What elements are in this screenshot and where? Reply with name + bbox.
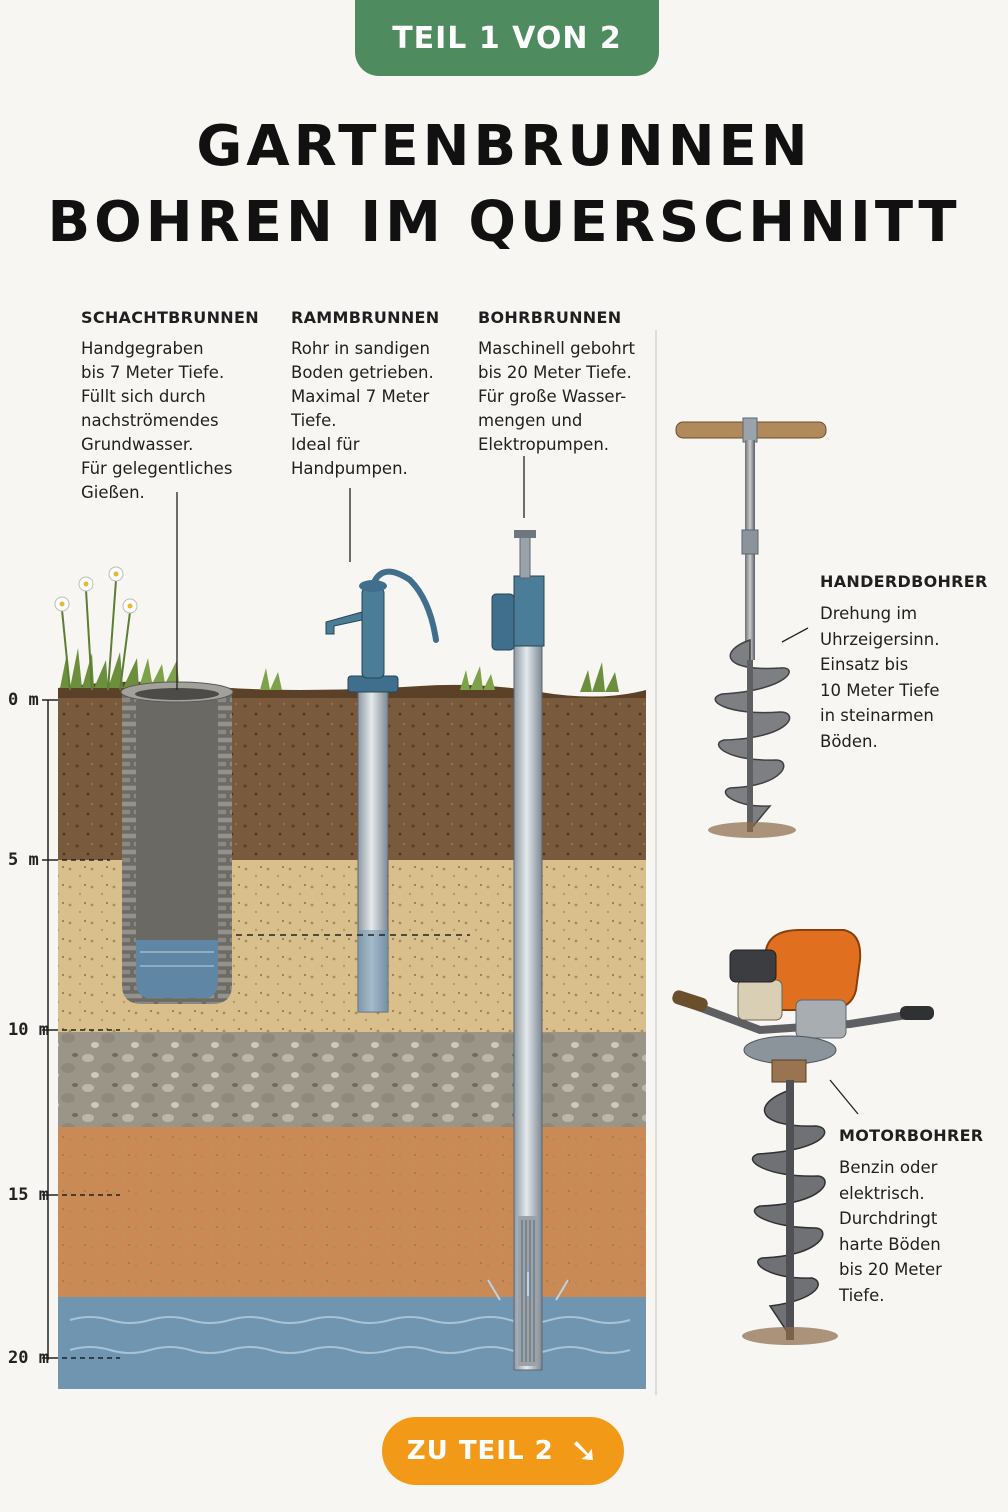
leader-lines <box>176 456 859 1115</box>
rammbrunnen-label: RAMMBRUNNEN Rohr in sandigen Boden getri… <box>291 308 439 481</box>
depth-scale <box>42 699 470 1360</box>
page-title-line2: BOHREN IM QUERSCHNITT <box>47 190 961 255</box>
next-part-button[interactable]: ZU TEIL 2 ➘ <box>382 1417 624 1485</box>
hand-auger-illustration <box>675 417 827 838</box>
arrow-down-right-icon: ➘ <box>569 1431 600 1471</box>
motorbohrer-label: MOTORBOHRER Benzin oder elektrisch. Durc… <box>839 1126 983 1308</box>
bohrbrunnen-description: Maschinell gebohrt bis 20 Meter Tiefe. F… <box>478 339 635 454</box>
bohrbrunnen-heading: BOHRBRUNNEN <box>478 308 622 327</box>
schachtbrunnen-label: SCHACHTBRUNNEN Handgegraben bis 7 Meter … <box>81 308 259 505</box>
bohrbrunnen-label: BOHRBRUNNEN Maschinell gebohrt bis 20 Me… <box>478 308 635 457</box>
driven-well <box>325 568 439 1013</box>
rammbrunnen-heading: RAMMBRUNNEN <box>291 308 440 327</box>
depth-label-20: 20 m <box>8 1348 49 1368</box>
handerdbohrer-label: HANDERDBOHRER Drehung im Uhrzeigersinn. … <box>820 572 988 754</box>
handerdbohrer-heading: HANDERDBOHRER <box>820 572 988 591</box>
next-part-label: ZU TEIL 2 <box>406 1436 554 1466</box>
handerdbohrer-description: Drehung im Uhrzeigersinn. Einsatz bis 10… <box>820 604 940 751</box>
grass-and-flowers <box>54 566 619 692</box>
groundwater-layer <box>58 1297 646 1389</box>
depth-label-5: 5 m <box>8 850 39 870</box>
part-badge: TEIL 1 VON 2 <box>355 0 659 76</box>
page-title-line1: GARTENBRUNNEN <box>196 114 812 179</box>
rammbrunnen-description: Rohr in sandigen Boden getrieben. Maxima… <box>291 339 434 478</box>
motor-auger-illustration <box>672 929 934 1345</box>
drilled-well <box>487 530 569 1371</box>
depth-label-15: 15 m <box>8 1185 49 1205</box>
depth-label-0: 0 m <box>8 690 39 710</box>
shaft-well <box>120 681 234 1004</box>
schachtbrunnen-description: Handgegraben bis 7 Meter Tiefe. Füllt si… <box>81 339 233 502</box>
schachtbrunnen-heading: SCHACHTBRUNNEN <box>81 308 259 327</box>
motorbohrer-description: Benzin oder elektrisch. Durchdringt hart… <box>839 1158 942 1305</box>
motorbohrer-heading: MOTORBOHRER <box>839 1126 984 1145</box>
depth-label-10: 10 m <box>8 1020 49 1040</box>
